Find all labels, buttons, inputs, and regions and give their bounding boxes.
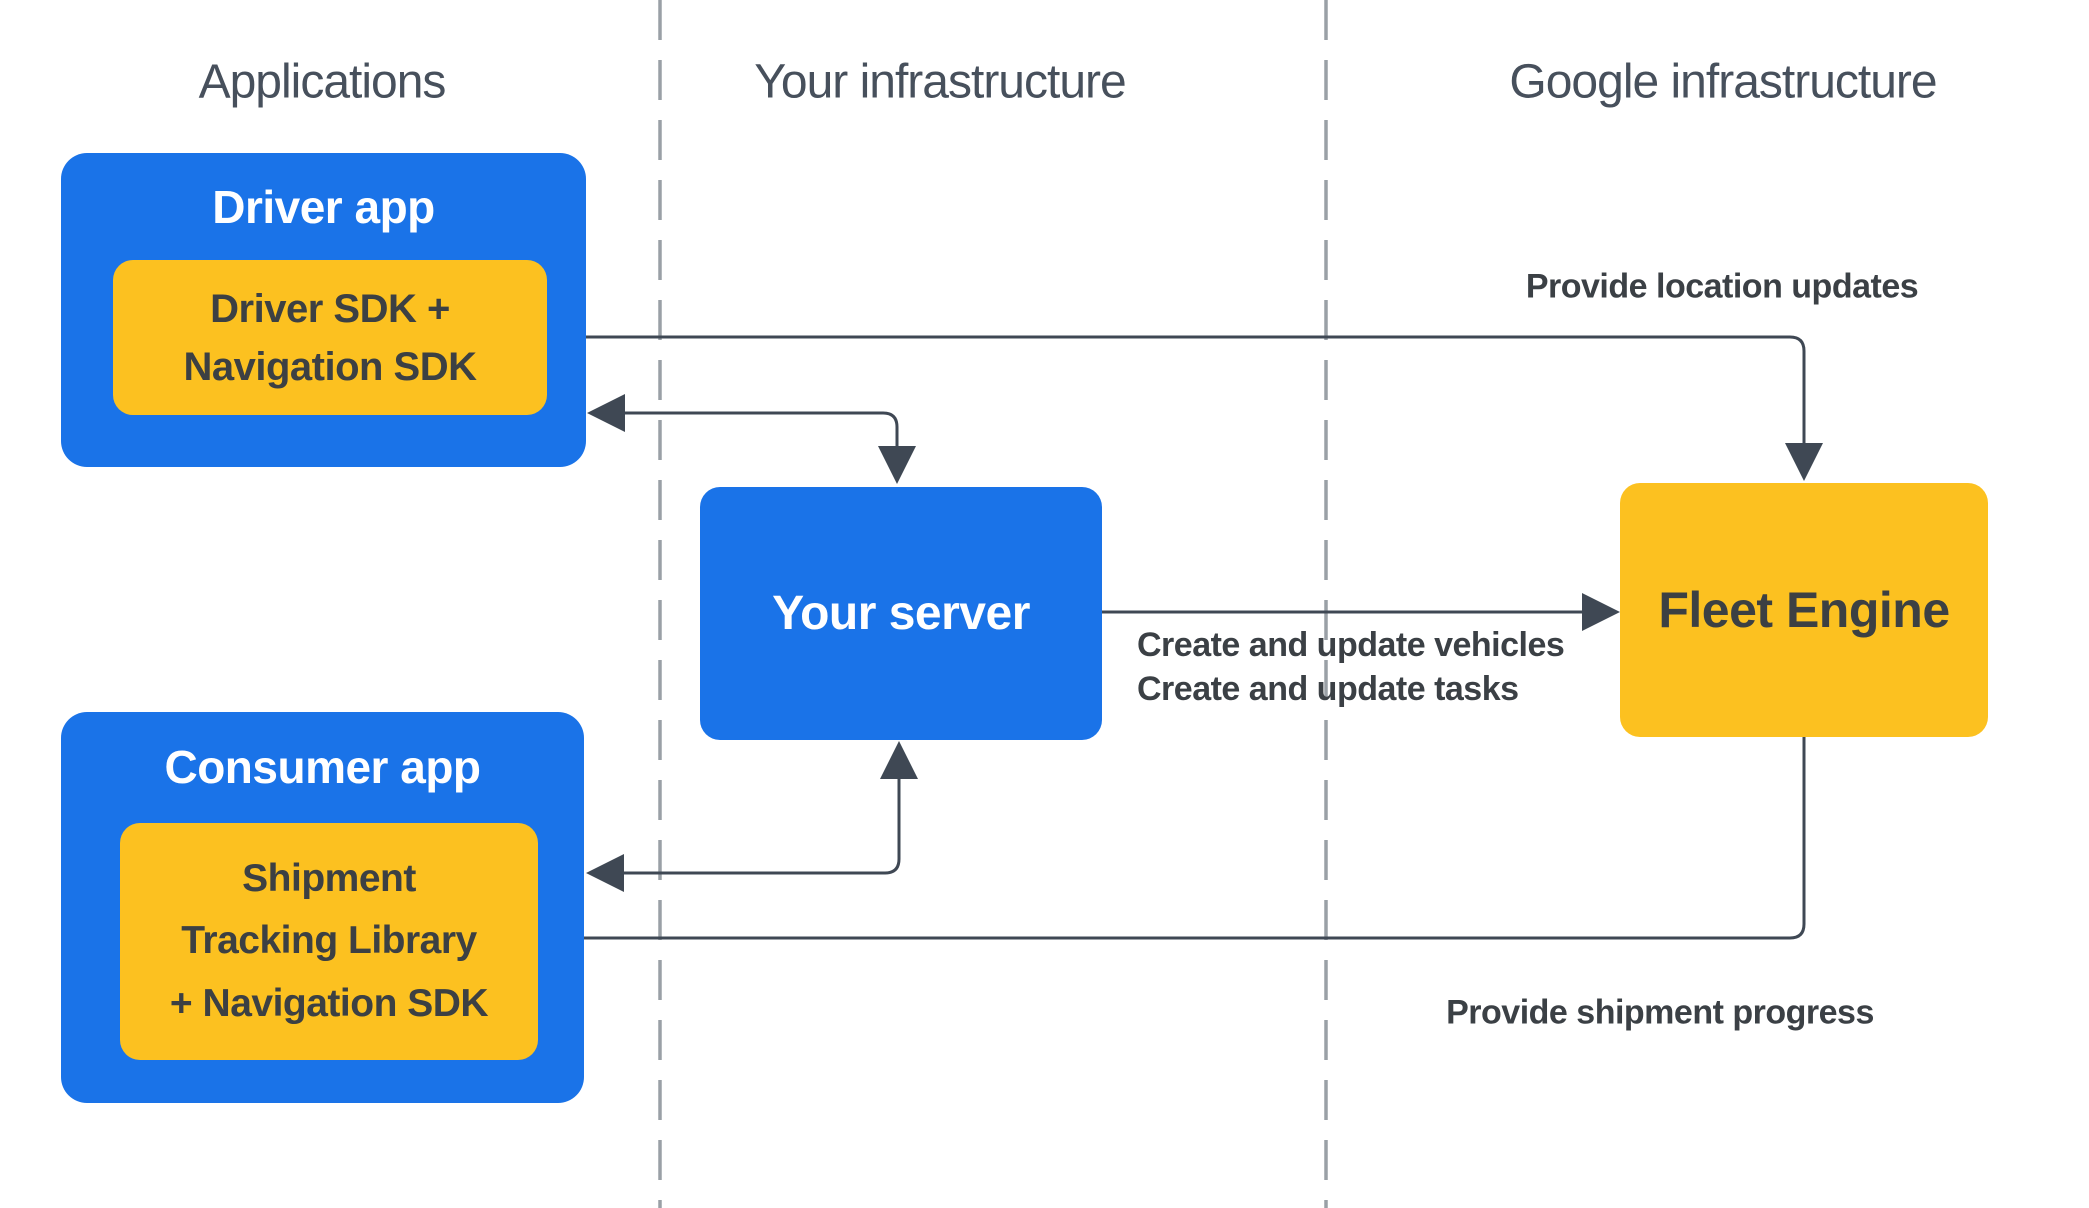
driver-sdk-label-line1: Driver SDK + bbox=[210, 286, 450, 331]
driver-sdk-node: Driver SDK + Navigation SDK bbox=[113, 260, 547, 415]
fleet-engine-title: Fleet Engine bbox=[1658, 582, 1950, 638]
arrow-fleet-engine-shipment-library bbox=[540, 737, 1806, 957]
column-header-your-infrastructure: Your infrastructure bbox=[754, 55, 1126, 109]
arrow-driver-sdk-fleet-engine bbox=[547, 318, 1823, 481]
shipment-library-label-line1: Shipment bbox=[242, 856, 416, 900]
driver-app-node: Driver app Driver SDK + Navigation SDK bbox=[61, 153, 586, 467]
consumer-app-title: Consumer app bbox=[164, 741, 481, 793]
arrow-driver-app-your-server bbox=[587, 394, 916, 484]
column-header-google-infrastructure: Google infrastructure bbox=[1509, 55, 1937, 109]
edge-label-create-update-vehicles: Create and update vehicles bbox=[1137, 626, 1565, 664]
column-header-applications: Applications bbox=[198, 55, 447, 109]
edge-label-create-update: Create and update vehicles Create and up… bbox=[1137, 623, 1565, 711]
your-server-title: Your server bbox=[772, 587, 1030, 640]
edge-label-create-update-tasks: Create and update tasks bbox=[1137, 670, 1519, 708]
arrow-your-server-fleet-engine bbox=[1102, 593, 1620, 631]
driver-sdk-label-line2: Navigation SDK bbox=[183, 344, 477, 389]
shipment-library-label-line2: Tracking Library bbox=[181, 919, 477, 963]
shipment-library-label-line3: + Navigation SDK bbox=[169, 981, 489, 1025]
shipment-tracking-library-node: Shipment Tracking Library + Navigation S… bbox=[120, 823, 538, 1060]
your-server-node: Your server bbox=[700, 487, 1102, 740]
edge-label-provide-location-updates: Provide location updates bbox=[1525, 267, 1919, 306]
driver-app-title: Driver app bbox=[212, 181, 435, 233]
edge-label-provide-shipment-progress: Provide shipment progress bbox=[1446, 993, 1874, 1032]
consumer-app-node: Consumer app Shipment Tracking Library +… bbox=[61, 712, 584, 1103]
fleet-engine-node: Fleet Engine bbox=[1620, 483, 1988, 737]
arrow-your-server-consumer-app bbox=[586, 741, 918, 892]
